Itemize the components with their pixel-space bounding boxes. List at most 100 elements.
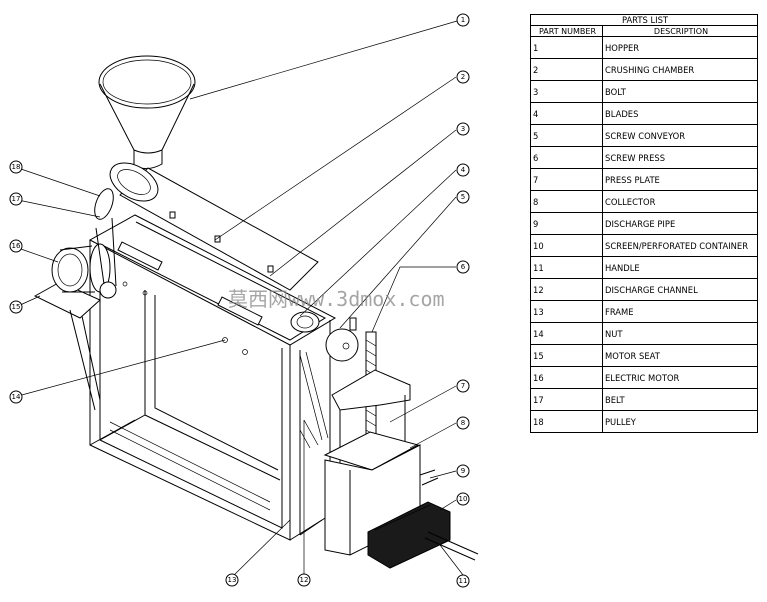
callout-17: 17	[9, 192, 23, 206]
part-number: 3	[530, 80, 603, 103]
part-number: 6	[530, 146, 603, 169]
watermark: 莫西网www.3dmox.com	[228, 287, 445, 311]
svg-text:7: 7	[461, 382, 465, 390]
electric-motor	[33, 243, 117, 411]
callout-9: 9	[456, 464, 470, 478]
svg-text:17: 17	[12, 195, 21, 203]
callout-14: 14	[9, 390, 23, 404]
callout-12: 12	[297, 573, 311, 587]
part-description: NUT	[602, 322, 758, 345]
part-description: BOLT	[602, 80, 758, 103]
part-description: COLLECTOR	[602, 190, 758, 213]
callout-15: 15	[9, 300, 23, 314]
svg-text:11: 11	[459, 577, 468, 585]
part-description: BELT	[602, 388, 758, 411]
callout-8: 8	[456, 416, 470, 430]
callout-7: 7	[456, 379, 470, 393]
part-number: 10	[530, 234, 603, 257]
part-description: ELECTRIC MOTOR	[602, 366, 758, 389]
part-number: 14	[530, 322, 603, 345]
screen-container	[367, 501, 451, 569]
callout-6: 6	[456, 260, 470, 274]
part-description: BLADES	[602, 102, 758, 125]
part-description: DISCHARGE CHANNEL	[602, 278, 758, 301]
svg-text:18: 18	[12, 163, 21, 171]
svg-text:6: 6	[461, 263, 466, 271]
part-description: PRESS PLATE	[602, 168, 758, 191]
callout-1: 1	[456, 13, 470, 27]
part-number: 16	[530, 366, 603, 389]
callout-4: 4	[456, 163, 470, 177]
part-number: 8	[530, 190, 603, 213]
svg-text:2: 2	[461, 73, 465, 81]
svg-text:9: 9	[461, 467, 465, 475]
part-number: 12	[530, 278, 603, 301]
svg-text:8: 8	[461, 419, 465, 427]
parts-list-title: PARTS LIST	[530, 14, 758, 26]
part-number: 9	[530, 212, 603, 235]
svg-text:4: 4	[461, 166, 466, 174]
part-description: CRUSHING CHAMBER	[602, 58, 758, 81]
part-description: HANDLE	[602, 256, 758, 279]
part-number: 4	[530, 102, 603, 125]
callout-11: 11	[456, 574, 470, 588]
callout-13: 13	[225, 573, 239, 587]
screw-press	[323, 331, 420, 471]
callout-16: 16	[9, 239, 23, 253]
part-description: MOTOR SEAT	[602, 344, 758, 367]
part-description: SCREW CONVEYOR	[602, 124, 758, 147]
part-description: HOPPER	[602, 36, 758, 59]
part-description: FRAME	[602, 300, 758, 323]
part-number: 7	[530, 168, 603, 191]
part-number: 18	[530, 410, 603, 433]
svg-text:15: 15	[12, 303, 21, 311]
svg-text:10: 10	[459, 495, 468, 503]
hopper	[98, 55, 196, 170]
blades-and-screw	[290, 311, 359, 362]
svg-text:1: 1	[461, 16, 465, 24]
svg-text:16: 16	[12, 242, 21, 250]
part-number: 15	[530, 344, 603, 367]
callout-18: 18	[9, 160, 23, 174]
part-description: SCREEN/PERFORATED CONTAINER	[602, 234, 758, 257]
callout-3: 3	[456, 122, 470, 136]
part-number: 5	[530, 124, 603, 147]
part-description: PULLEY	[602, 410, 758, 433]
part-description: SCREW PRESS	[602, 146, 758, 169]
part-number: 17	[530, 388, 603, 411]
leader-lines	[17, 20, 464, 578]
part-number: 13	[530, 300, 603, 323]
part-number: 11	[530, 256, 603, 279]
handle-and-pipe	[419, 469, 479, 561]
svg-text:12: 12	[300, 576, 309, 584]
callout-10: 10	[456, 492, 470, 506]
callout-5: 5	[456, 190, 470, 204]
crushing-chamber	[94, 162, 319, 291]
svg-text:14: 14	[12, 393, 21, 401]
part-description: DISCHARGE PIPE	[602, 212, 758, 235]
description-header: DESCRIPTION	[602, 25, 758, 37]
frame	[88, 214, 337, 541]
part-number: 1	[530, 36, 603, 59]
svg-text:5: 5	[461, 193, 465, 201]
belt	[95, 217, 117, 287]
part-number-header: PART NUMBER	[530, 25, 603, 37]
